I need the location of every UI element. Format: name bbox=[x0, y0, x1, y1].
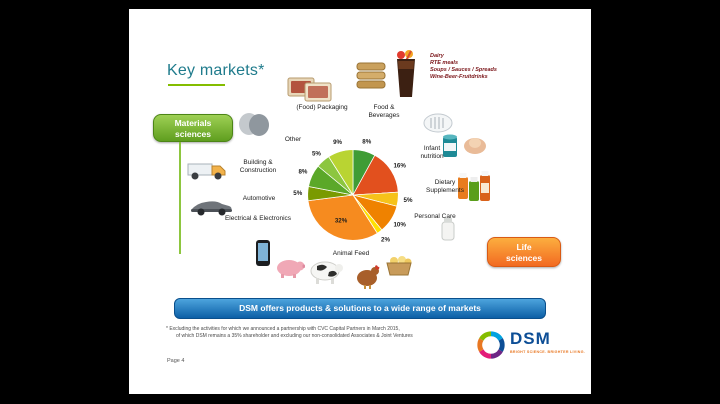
food-beverages-note: Dairy RTE meals Soups / Sauces / Spreads… bbox=[430, 53, 542, 81]
summary-banner: DSM offers products & solutions to a wid… bbox=[174, 298, 546, 319]
cow-image bbox=[309, 259, 345, 290]
supplement-bottles-image bbox=[457, 169, 491, 208]
pie-slice-5 bbox=[307, 194, 378, 241]
gloves-image bbox=[237, 111, 271, 142]
pie-percent-label: 5% bbox=[312, 150, 321, 157]
pie-percent-label: 16% bbox=[393, 162, 406, 169]
materials-connector-line bbox=[179, 142, 181, 254]
construction-truck-image bbox=[187, 159, 227, 186]
infant-formula-can-image bbox=[441, 133, 459, 164]
label-building-construction: Building & Construction bbox=[239, 159, 277, 174]
label-automotive: Automotive bbox=[242, 195, 276, 202]
note-line: Soups / Sauces / Spreads bbox=[430, 67, 497, 73]
dsm-logo-text: DSM bbox=[510, 329, 551, 348]
page-title: Key markets* bbox=[167, 62, 265, 79]
note-line: Wine-Beer-Fruitdrinks bbox=[430, 74, 488, 80]
pie-percent-label: 8% bbox=[362, 138, 371, 145]
chicks-basket-image bbox=[385, 255, 413, 282]
pie-chart-svg: 8% 16% 5% 10% 2% 32% 5% 8% 5% 9% bbox=[293, 138, 413, 244]
fruit-drink-image bbox=[393, 49, 419, 104]
pie-percent-label: 8% bbox=[298, 168, 307, 175]
pie-slice-9 bbox=[328, 149, 354, 197]
label-dietary-supplements: Dietary Supplements bbox=[426, 179, 464, 194]
title-underline bbox=[168, 84, 225, 86]
materials-sciences-badge: Materials sciences bbox=[153, 114, 233, 142]
pie-percent-label: 9% bbox=[333, 139, 342, 146]
kitchen-tool-image bbox=[423, 113, 453, 138]
label-personal-care: Personal Care bbox=[414, 213, 456, 220]
pie-slice-1 bbox=[352, 154, 399, 196]
life-sciences-badge: Life sciences bbox=[487, 237, 561, 267]
car-image bbox=[189, 197, 233, 222]
note-line: Dairy bbox=[430, 53, 444, 59]
label-infant-nutrition: Infant nutrition bbox=[420, 145, 444, 160]
badge-line: Materials bbox=[174, 118, 212, 128]
cream-jar-image bbox=[437, 216, 459, 247]
footnote-line: of which DSM remains a 35% shareholder a… bbox=[176, 332, 413, 339]
dsm-logo: DSM BRIGHT SCIENCE. BRIGHTER LIVING. bbox=[477, 329, 589, 373]
smartphone-image bbox=[255, 239, 271, 272]
meat-packaging-image bbox=[287, 75, 333, 108]
baby-hands-image bbox=[463, 135, 487, 160]
label-food-packaging: (Food) Packaging bbox=[296, 104, 348, 111]
dsm-swirl-icon bbox=[477, 331, 505, 359]
label-electrical-electronics: Electrical & Electronics bbox=[224, 215, 292, 222]
label-other: Other bbox=[284, 136, 302, 143]
badge-line: sciences bbox=[175, 129, 211, 139]
granola-bars-image bbox=[355, 59, 387, 94]
pie-percent-label: 5% bbox=[293, 190, 302, 197]
pie-percent-label: 32% bbox=[335, 217, 348, 224]
pie-percent-label: 2% bbox=[381, 237, 390, 244]
pie-percent-label: 10% bbox=[393, 222, 406, 229]
pie-percent-label: 5% bbox=[404, 197, 413, 204]
dsm-logo-tagline: BRIGHT SCIENCE. BRIGHTER LIVING. bbox=[510, 350, 586, 354]
pig-image bbox=[275, 257, 305, 284]
presentation-slide: Key markets* Dairy RTE meals Soups / Sau… bbox=[129, 9, 591, 394]
footnote-line: * Excluding the activities for which we … bbox=[166, 326, 400, 332]
page-number: Page 4 bbox=[167, 358, 185, 364]
label-food-beverages: Food & Beverages bbox=[368, 104, 400, 119]
chicken-image bbox=[355, 263, 381, 294]
note-line: RTE meals bbox=[430, 60, 459, 66]
label-animal-feed: Animal Feed bbox=[332, 250, 370, 257]
badge-line: sciences bbox=[506, 253, 542, 263]
badge-line: Life bbox=[516, 242, 532, 252]
key-markets-pie-chart: 8% 16% 5% 10% 2% 32% 5% 8% 5% 9% bbox=[291, 133, 415, 257]
footnote: * Excluding the activities for which we … bbox=[166, 326, 476, 339]
